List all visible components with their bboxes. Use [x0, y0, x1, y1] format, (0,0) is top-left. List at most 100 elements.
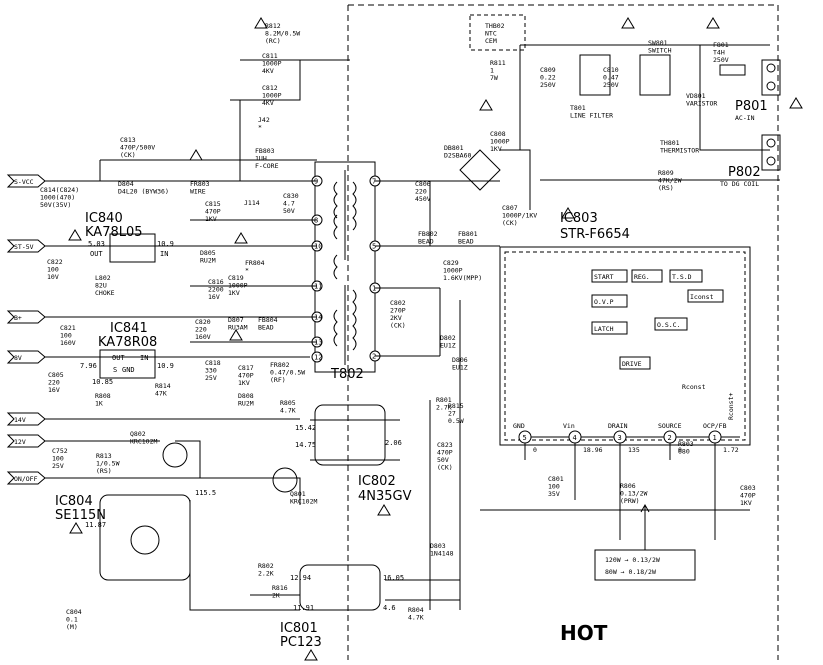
- ic803-block-label: Iconst: [690, 293, 714, 301]
- component-label-c830: 50V: [283, 207, 295, 215]
- component-label-r816: 2K: [272, 592, 280, 600]
- component-label-r803: R803: [678, 440, 694, 448]
- component-label-d803: 1N4148: [430, 550, 454, 558]
- component-label-c814: 1000(470): [40, 194, 75, 202]
- ic803-block-label: O.S.C.: [657, 321, 680, 329]
- t802-body: [314, 161, 376, 373]
- component-label-c803: 470P: [740, 492, 756, 500]
- component-label-c815: 1KV: [205, 215, 217, 223]
- ic803-pin-group: 5GND04Vin18.963DRAIN1352SOURCE01OCP/FB1.…: [513, 422, 739, 454]
- t802-pin-label: 14: [314, 314, 322, 322]
- component-label-c811: 4KV: [262, 67, 274, 75]
- component-label-r802: 2.2K: [258, 570, 274, 578]
- component-label-c813: 470P/500V: [120, 144, 155, 152]
- ic803-pin-name: OCP/FB: [703, 422, 727, 430]
- component-label-th801: THERMISTOR: [660, 147, 699, 155]
- warning-icon: [479, 99, 493, 111]
- component-label-c818: 25V: [205, 374, 217, 382]
- p802-connector: [761, 134, 781, 171]
- ic803-block: [631, 269, 663, 283]
- component-label-db801: DB801: [444, 144, 464, 152]
- component-label-c802: 2KV: [390, 314, 402, 322]
- ic803-ref: IC803: [560, 211, 598, 226]
- hot-label: HOT: [560, 621, 608, 645]
- t802-ref: T802: [330, 367, 364, 382]
- component-label-r816: R816: [272, 584, 288, 592]
- component-label-thb02: THB02: [485, 22, 505, 30]
- ic801-v4: 4.6: [383, 604, 396, 612]
- component-label-l802: 82U: [95, 282, 107, 290]
- component-label-c822: 100: [47, 266, 59, 274]
- ic803-block-label: LATCH: [594, 325, 614, 333]
- ic-labels: IC803 STR-F6654 IC840 KA78L05 5.03 10.9 …: [55, 211, 630, 650]
- component-label-r808: R808: [95, 392, 111, 400]
- component-label-c802: C802: [390, 299, 406, 307]
- component-label-c819: C819: [228, 274, 244, 282]
- component-label-r803: 680: [678, 448, 690, 456]
- ic803-outer-outline: [499, 246, 751, 446]
- component-label-r815: R815: [448, 402, 464, 410]
- component-label-q801: KRC102M: [290, 498, 317, 506]
- ic801-body: [299, 564, 381, 611]
- component-label-c803: 1KV: [740, 499, 752, 507]
- component-label-c817: 470P: [238, 372, 254, 380]
- component-label-c807: C807: [502, 204, 518, 212]
- ic801-ref: IC801: [280, 621, 318, 636]
- ic803-pin-number: 4: [573, 434, 577, 442]
- ic841-pin-gnd: GND: [122, 366, 135, 374]
- ic802-ref: IC802: [358, 474, 396, 489]
- rail-label: ST-5V: [14, 243, 34, 251]
- ic801-v1: 12.94: [290, 574, 311, 582]
- ic803-block-label: REG.: [634, 273, 650, 281]
- rail-arrow: [6, 239, 46, 253]
- component-label-c816: C816: [208, 278, 224, 286]
- ic803-block: [591, 294, 628, 308]
- component-label-r812: R812: [265, 22, 281, 30]
- warning-icon: [189, 149, 203, 161]
- component-label-r815: 0.5W: [448, 417, 464, 425]
- component-label-d805: D805: [200, 249, 216, 257]
- component-label-r813: R813: [96, 452, 112, 460]
- component-label-c804: C804: [66, 608, 82, 616]
- ic803-block-label: T.S.D: [672, 273, 692, 281]
- t802-pin-label: 2: [372, 353, 376, 361]
- p802-desc: TO DG COIL: [720, 180, 759, 188]
- ic840-vout: 5.03: [88, 240, 105, 248]
- warning-icon: [229, 329, 243, 341]
- component-label-r801: 2.7K: [436, 404, 452, 412]
- rail-arrow: [6, 412, 46, 426]
- component-label-d808: D808: [238, 392, 254, 400]
- warning-icon: [561, 207, 575, 219]
- component-label-c822: 10V: [47, 273, 59, 281]
- component-labels: R8128.2M/0.5W(RC)C8111000P4KVC8121000P4K…: [40, 22, 756, 631]
- component-label-c810: 0.47: [603, 74, 619, 82]
- ic803-pin-circle: [568, 430, 582, 444]
- component-label-c752: C752: [52, 447, 68, 455]
- ic803-block: [687, 289, 724, 303]
- component-label-c814: 50V(35V): [40, 201, 71, 209]
- t802-right-windings: [352, 181, 357, 351]
- component-label-vd801: VARISTOR: [686, 100, 717, 108]
- component-label-c817: 1KV: [238, 379, 250, 387]
- p801-desc: AC-IN: [735, 114, 755, 122]
- component-label-c817: C817: [238, 364, 254, 372]
- hot-region-border: [347, 4, 779, 660]
- component-label-c806: 450V: [415, 195, 431, 203]
- component-label-c802: 270P: [390, 307, 406, 315]
- component-label-fb801: FB801: [458, 230, 478, 238]
- note-arrow: [640, 503, 650, 550]
- component-label-r812: 8.2M/0.5W: [265, 30, 300, 38]
- p801-ref: P801: [735, 99, 768, 114]
- component-label-d808: RU2M: [238, 400, 254, 408]
- component-label-d802: D802: [440, 334, 456, 342]
- ic840-body: [109, 233, 156, 263]
- component-label-c805: 220: [48, 379, 60, 387]
- t801-line-filter: [579, 54, 611, 96]
- component-label-c818: 330: [205, 367, 217, 375]
- component-label-c808: 1KV: [490, 145, 502, 153]
- ic803-package-outline: [504, 251, 746, 441]
- ic803-block: [669, 269, 703, 283]
- ic803-block-label: DRIVE: [622, 360, 642, 368]
- ic840-vin: 10.9: [157, 240, 174, 248]
